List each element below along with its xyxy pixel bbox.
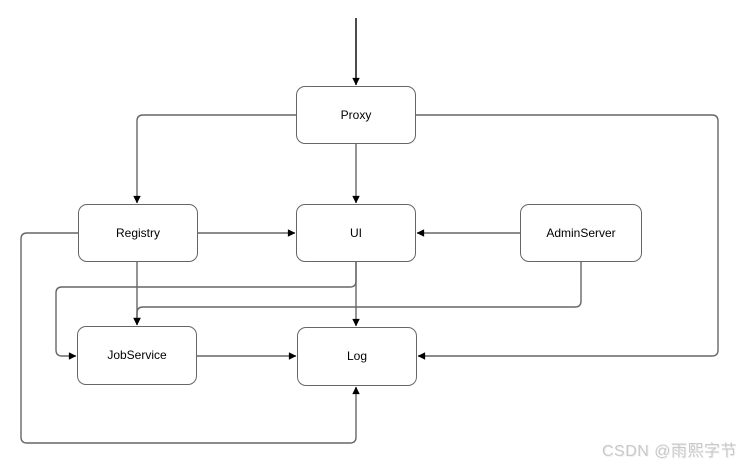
edge-proxy-to-log	[416, 114, 719, 360]
node-ui: UI	[296, 204, 416, 262]
edge-group	[20, 18, 719, 444]
node-adminserver: AdminServer	[520, 204, 642, 262]
watermark: CSDN @雨熙字节	[601, 443, 737, 460]
edge-proxy-to-registry	[133, 114, 296, 204]
node-log: Log	[297, 327, 417, 386]
edge-adminserver-to-jobservice	[133, 262, 582, 326]
node-proxy: Proxy	[296, 86, 416, 144]
node-registry: Registry	[78, 204, 198, 262]
edge-ui-to-jobservice	[55, 262, 357, 360]
node-jobservice: JobService	[77, 326, 197, 385]
edge-registry-to-log	[20, 232, 360, 444]
